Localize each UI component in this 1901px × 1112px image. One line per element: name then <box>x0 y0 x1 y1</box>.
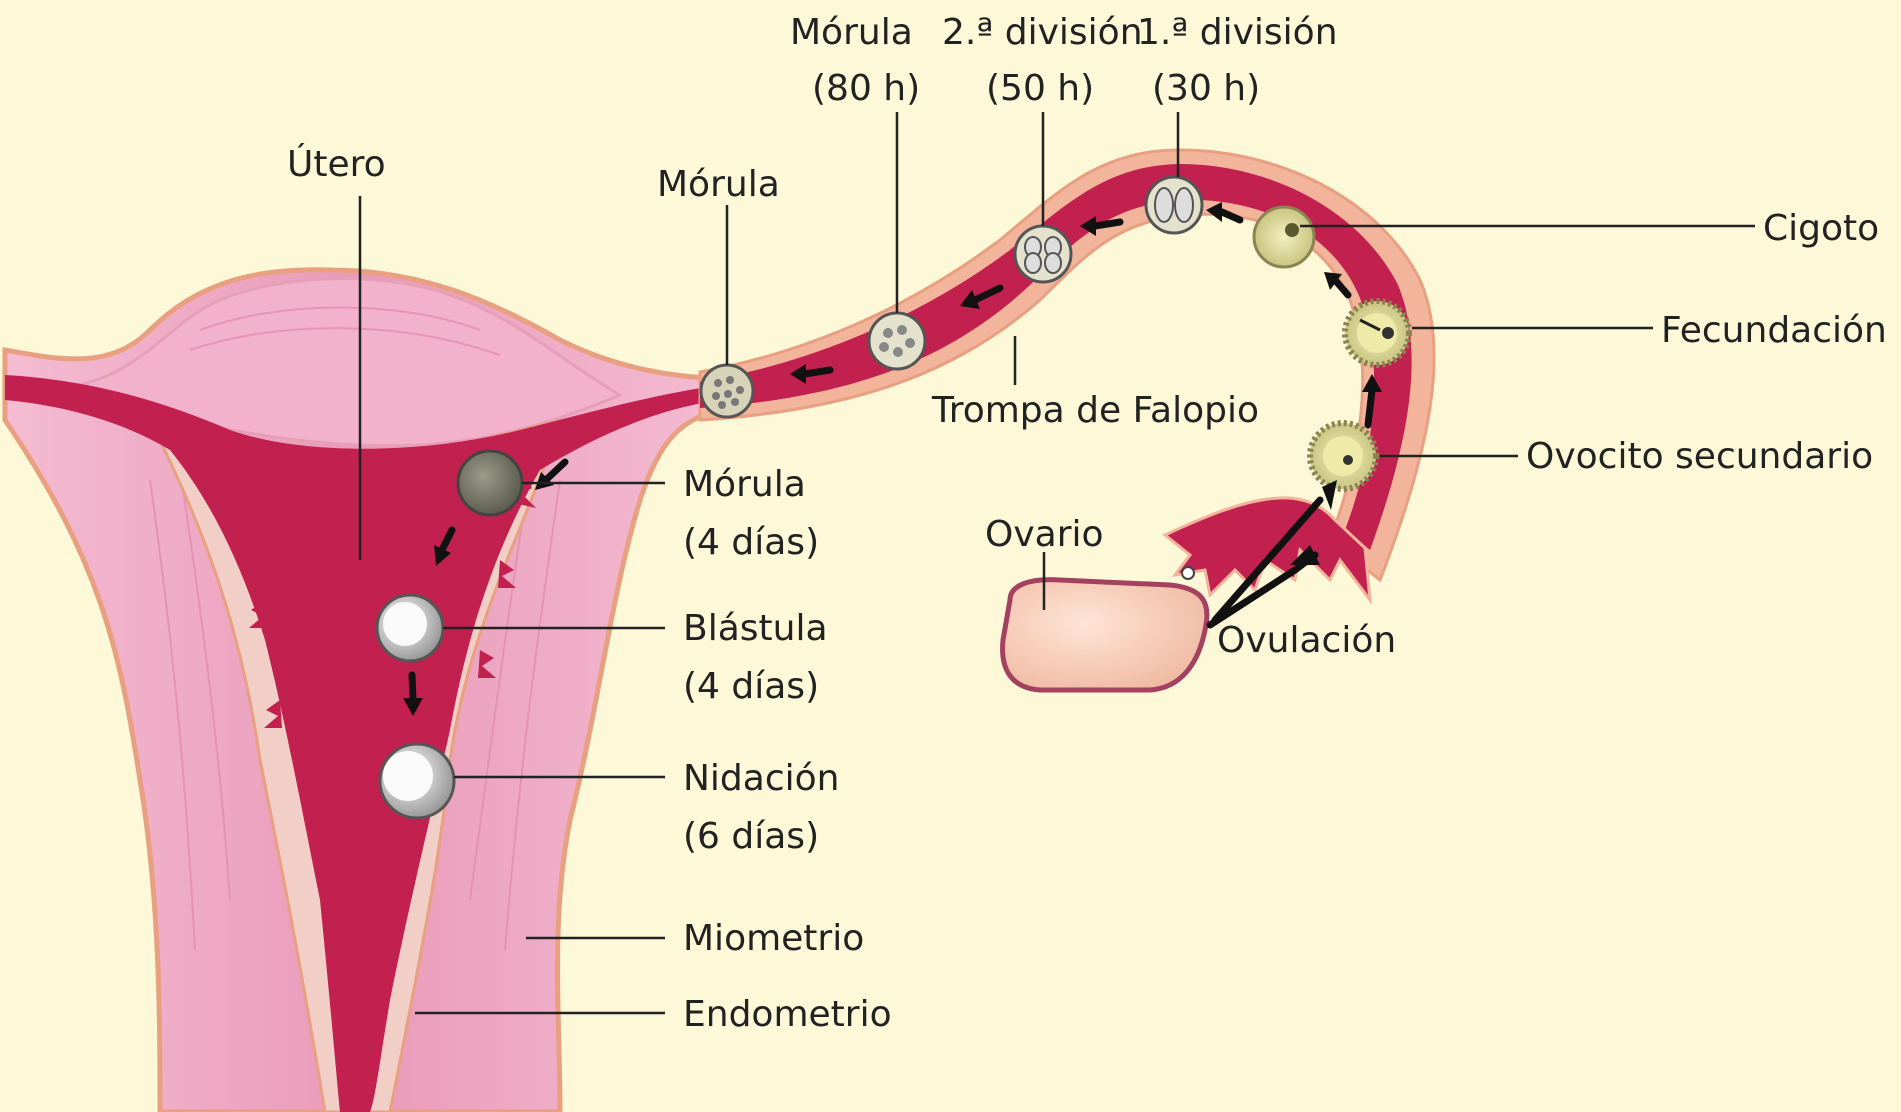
uterus <box>5 270 720 1112</box>
second-division-cell <box>1015 226 1071 282</box>
label-trompa: Trompa de Falopio <box>931 390 1259 431</box>
label-second-division: 2.ª división <box>942 12 1143 53</box>
label-ovario: Ovario <box>985 514 1104 555</box>
ovary <box>1003 567 1207 690</box>
morula-tube-cell <box>701 365 753 417</box>
label-miometrio: Miometrio <box>683 918 864 959</box>
label-morula-80h-time: (80 h) <box>812 68 920 109</box>
blastula-cell <box>377 595 443 661</box>
label-ovocito: Ovocito secundario <box>1526 436 1873 477</box>
label-blastula: Blástula <box>683 608 828 649</box>
ovulated-egg <box>1182 567 1194 579</box>
label-ovulacion: Ovulación <box>1217 620 1396 661</box>
label-utero: Útero <box>287 143 386 185</box>
label-morula-4dias: Mórula <box>683 464 806 505</box>
label-first-division-time: (30 h) <box>1152 68 1260 109</box>
first-division-cell <box>1146 177 1202 233</box>
label-first-division: 1.ª división <box>1137 12 1338 53</box>
label-blastula-time: (4 días) <box>683 666 819 707</box>
label-cigoto: Cigoto <box>1763 208 1879 249</box>
fertilization-cell <box>1345 301 1409 365</box>
label-fecundacion: Fecundación <box>1661 310 1887 351</box>
label-nidacion-time: (6 días) <box>683 816 819 857</box>
label-nidacion: Nidación <box>683 758 839 799</box>
secondary-oocyte-cell <box>1310 423 1376 489</box>
zygote-cell <box>1254 207 1314 267</box>
morula-4days-cell <box>458 451 522 515</box>
label-morula-tube: Mórula <box>657 164 780 205</box>
label-morula-4dias-time: (4 días) <box>683 522 819 563</box>
morula-80h-cell <box>869 313 925 369</box>
label-endometrio: Endometrio <box>683 994 892 1035</box>
implantation-cell <box>380 744 454 818</box>
label-morula-80h: Mórula <box>790 12 913 53</box>
label-second-division-time: (50 h) <box>986 68 1094 109</box>
